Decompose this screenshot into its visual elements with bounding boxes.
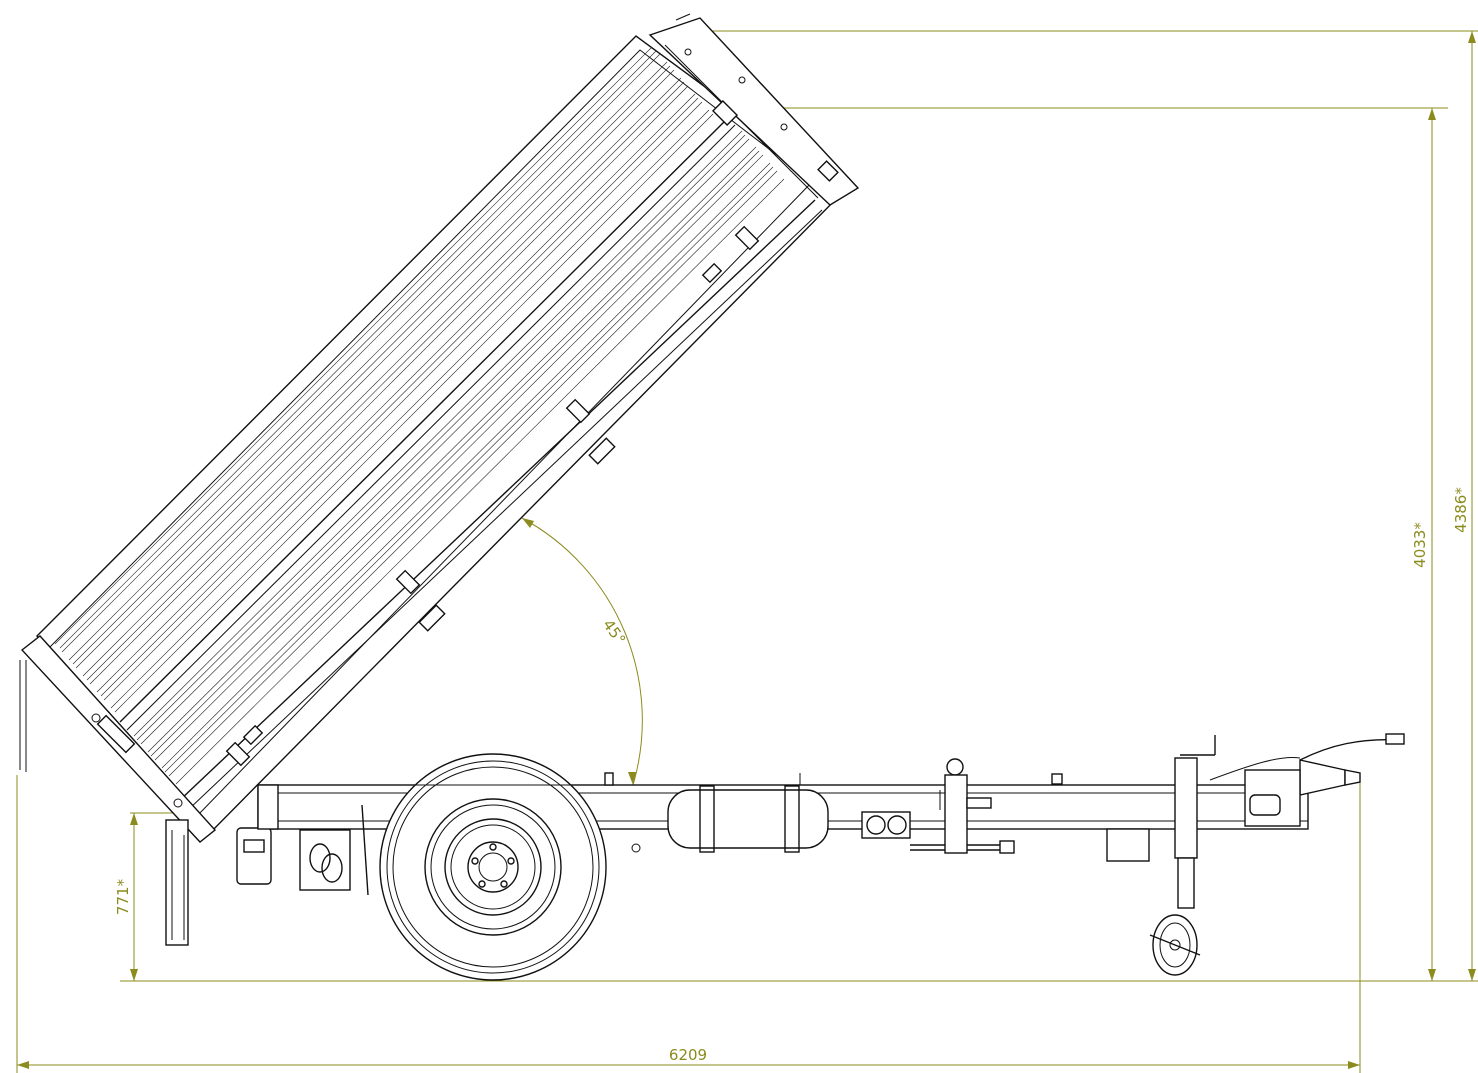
overall-length-label: 6209	[669, 1046, 707, 1064]
dimension-arrows	[17, 31, 1476, 1069]
dimension-lines	[16, 30, 1478, 1073]
jockey-wheel	[1149, 735, 1216, 976]
corrugation-lower	[133, 130, 785, 785]
tipper-body	[19, 13, 860, 843]
side-latches	[225, 225, 760, 767]
brake-valves	[861, 811, 1015, 854]
total-height-label: 4386*	[1452, 487, 1470, 533]
air-tank	[667, 773, 829, 853]
tilt-angle-label: 45°	[599, 616, 629, 648]
rear-hitch	[939, 758, 992, 854]
fitting	[631, 843, 641, 853]
platform-height-label: 771*	[114, 878, 132, 915]
cross-member	[1106, 828, 1150, 862]
suspension	[299, 804, 369, 896]
bolt-head	[1051, 773, 1063, 785]
rear-lamps	[165, 784, 279, 946]
corrugation-upper	[54, 46, 714, 713]
raised-height-label: 4033*	[1411, 522, 1429, 568]
lashing-point	[604, 772, 614, 786]
main-wheel	[379, 753, 607, 981]
